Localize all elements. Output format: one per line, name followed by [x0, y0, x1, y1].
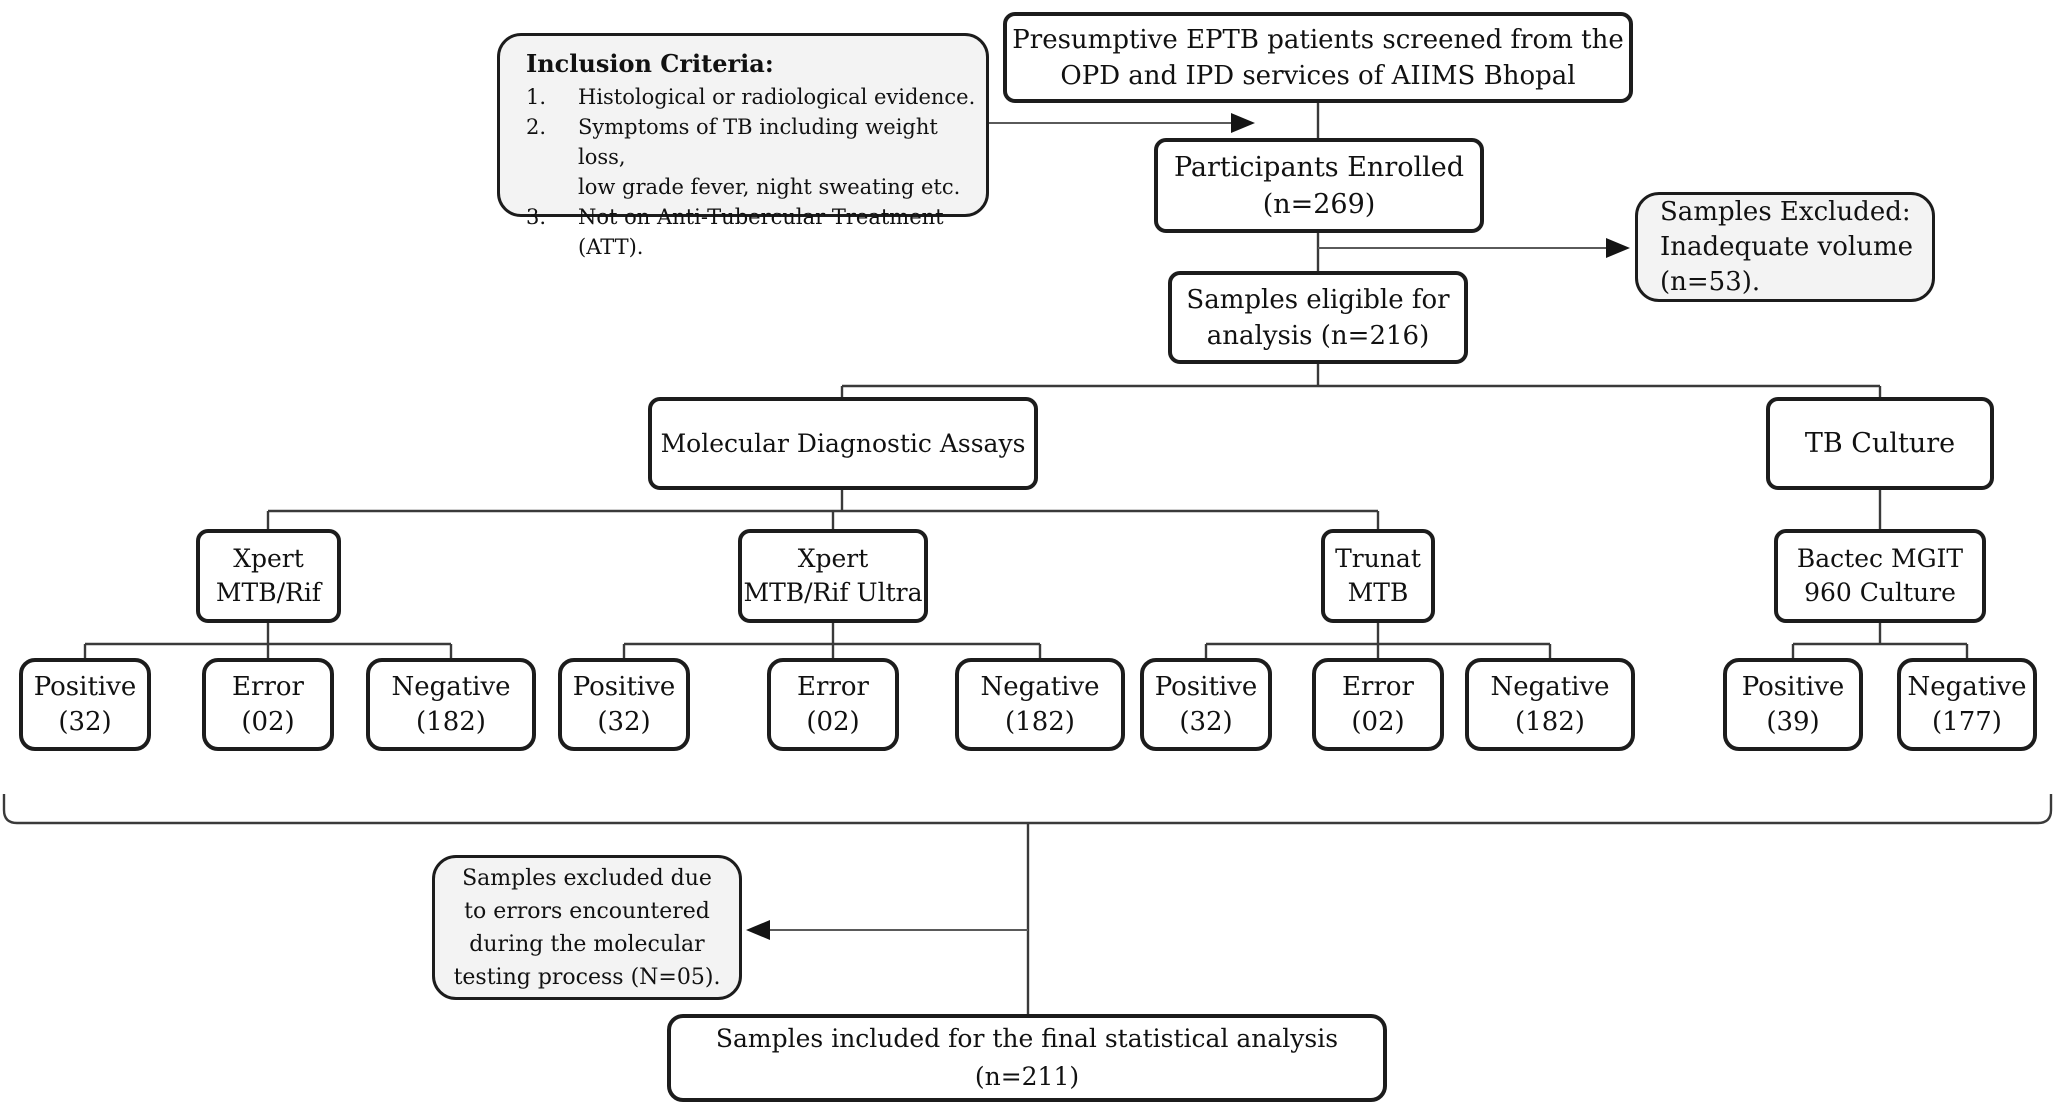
- assay-name: Xpert MTB/Rif: [215, 544, 322, 607]
- result-count: (02): [1351, 706, 1405, 737]
- node-samples-eligible-text: Samples eligible for analysis (n=216): [1186, 284, 1450, 351]
- node-assay-bactec-mgit: Bactec MGIT 960 Culture: [1774, 529, 1986, 623]
- result-box: Negative (177): [1897, 658, 2037, 751]
- inclusion-item-number: 3.: [526, 205, 547, 229]
- result-label: Error: [232, 671, 304, 702]
- arrowhead-left-icon: [746, 920, 770, 940]
- node-tb-culture-text: TB Culture: [1804, 428, 1956, 459]
- node-screened-text: Presumptive EPTB patients screened from …: [1012, 24, 1624, 91]
- arrow-connectors: [746, 113, 1630, 940]
- result-count: (02): [241, 706, 295, 737]
- assay-name: Xpert MTB/Rif Ultra: [743, 544, 923, 607]
- result-box: Positive (39): [1723, 658, 1863, 751]
- result-label: Negative: [980, 671, 1100, 702]
- arrowhead-right-icon: [1231, 113, 1255, 133]
- result-label: Positive: [1741, 671, 1845, 702]
- assay-name: Bactec MGIT 960 Culture: [1796, 544, 1964, 607]
- result-box: Negative (182): [955, 658, 1125, 751]
- result-count: (182): [416, 706, 486, 737]
- inclusion-item-number: 1.: [526, 85, 547, 109]
- inclusion-item-text: Histological or radiological evidence.: [578, 85, 976, 109]
- result-box: Negative (182): [366, 658, 536, 751]
- result-box: Error (02): [1312, 658, 1444, 751]
- node-final-analysis-text: Samples included for the final statistic…: [715, 1024, 1339, 1091]
- arrowhead-right-icon: [1606, 238, 1630, 258]
- node-samples-eligible: Samples eligible for analysis (n=216): [1168, 271, 1468, 364]
- node-screened: Presumptive EPTB patients screened from …: [1003, 12, 1633, 103]
- result-count: (39): [1766, 706, 1820, 737]
- result-label: Negative: [1490, 671, 1610, 702]
- result-box: Error (02): [202, 658, 334, 751]
- result-box: Error (02): [767, 658, 899, 751]
- result-count: (182): [1515, 706, 1585, 737]
- result-label: Positive: [572, 671, 676, 702]
- inclusion-item: 2. Symptoms of TB including weight loss,…: [526, 112, 986, 202]
- inclusion-item-number: 2.: [526, 115, 547, 139]
- node-assay-xpert-mtb-rif-ultra: Xpert MTB/Rif Ultra: [738, 529, 928, 623]
- result-box: Positive (32): [558, 658, 690, 751]
- result-box: Negative (182): [1465, 658, 1635, 751]
- result-label: Negative: [1907, 671, 2027, 702]
- collector-bracket: [2, 794, 2053, 825]
- node-inclusion-criteria: Inclusion Criteria: 1. Histological or r…: [497, 33, 989, 259]
- result-count: (32): [1179, 706, 1233, 737]
- node-final-analysis: Samples included for the final statistic…: [667, 1014, 1387, 1102]
- node-participants-enrolled-text: Participants Enrolled (n=269): [1173, 151, 1465, 220]
- inclusion-item: 3. Not on Anti-Tubercular Treatment (ATT…: [526, 202, 986, 262]
- tree-connectors: [2, 102, 2053, 1014]
- result-label: Positive: [1154, 671, 1258, 702]
- inclusion-item-text: Not on Anti-Tubercular Treatment (ATT).: [578, 205, 944, 259]
- result-count: (32): [597, 706, 651, 737]
- result-count: (177): [1932, 706, 2002, 737]
- node-tb-culture: TB Culture: [1766, 397, 1994, 490]
- node-samples-excluded-errors-text: Samples excluded due to errors encounter…: [453, 865, 721, 990]
- assay-name: Trunat MTB: [1335, 544, 1421, 607]
- node-molecular-assays: Molecular Diagnostic Assays: [648, 397, 1038, 490]
- result-label: Error: [797, 671, 869, 702]
- inclusion-item: 1. Histological or radiological evidence…: [526, 82, 986, 112]
- node-molecular-assays-text: Molecular Diagnostic Assays: [660, 429, 1026, 458]
- result-box: Positive (32): [19, 658, 151, 751]
- result-count: (182): [1005, 706, 1075, 737]
- node-samples-excluded-volume-text: Samples Excluded: Inadequate volume (n=5…: [1660, 196, 1913, 297]
- node-participants-enrolled: Participants Enrolled (n=269): [1154, 138, 1484, 233]
- node-samples-excluded-errors: Samples excluded due to errors encounter…: [432, 855, 742, 1000]
- node-assay-xpert-mtb-rif: Xpert MTB/Rif: [196, 529, 341, 623]
- node-assay-trunat-mtb: Trunat MTB: [1321, 529, 1435, 623]
- result-box: Positive (32): [1140, 658, 1272, 751]
- inclusion-title: Inclusion Criteria:: [526, 49, 774, 78]
- result-label: Error: [1342, 671, 1414, 702]
- result-count: (02): [806, 706, 860, 737]
- inclusion-item-text: Symptoms of TB including weight loss, lo…: [578, 115, 961, 199]
- node-samples-excluded-volume: Samples Excluded: Inadequate volume (n=5…: [1635, 192, 1935, 302]
- result-label: Negative: [391, 671, 511, 702]
- result-count: (32): [58, 706, 112, 737]
- result-label: Positive: [33, 671, 137, 702]
